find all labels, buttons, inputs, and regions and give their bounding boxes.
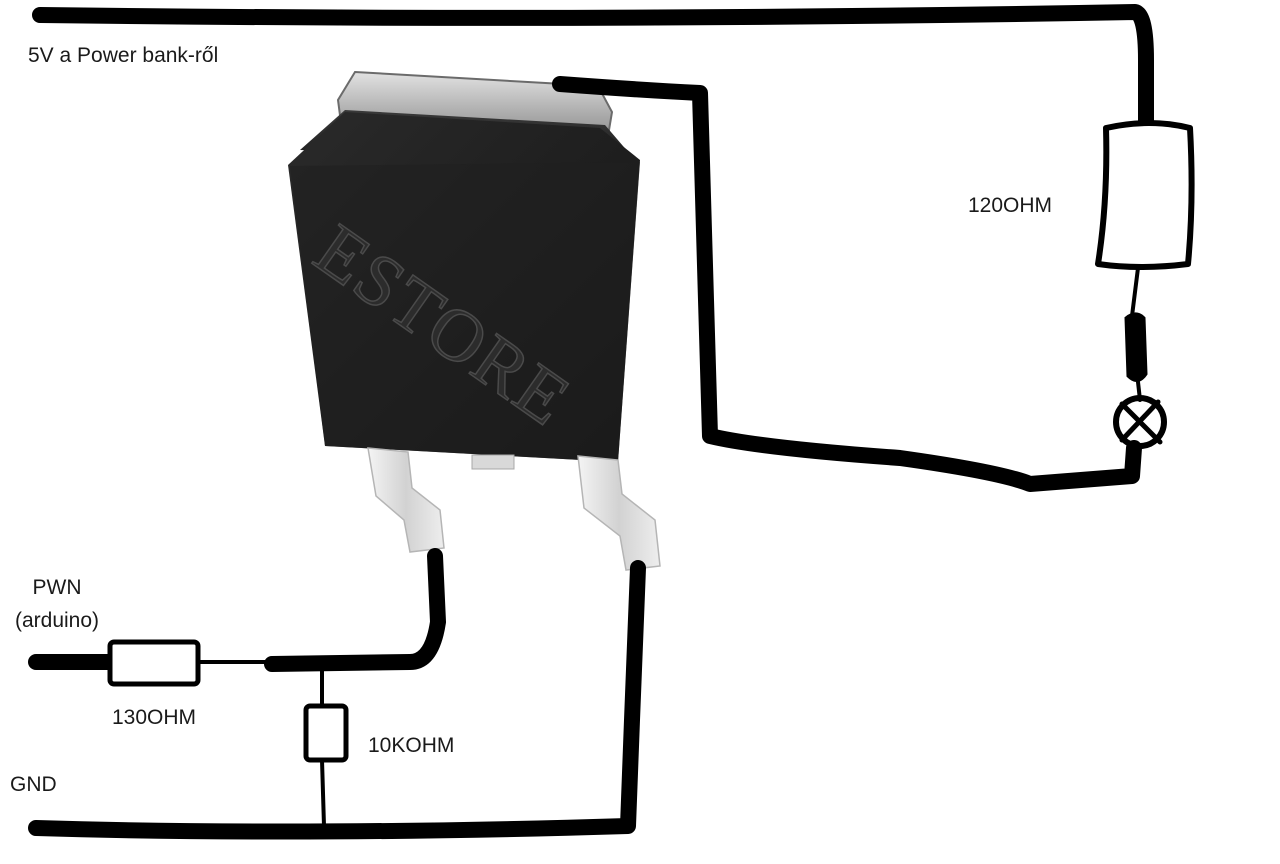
supply-label: 5V a Power bank-ről	[28, 44, 218, 67]
mosfet-center-stub	[471, 454, 515, 470]
drain-wire	[552, 76, 1142, 492]
pwm-label: PWN	[33, 576, 82, 599]
mosfet-package: ESTORE	[288, 70, 661, 571]
load-to-led-wire	[1130, 266, 1140, 318]
gnd-wire	[28, 560, 646, 840]
led-component	[1124, 312, 1148, 382]
gnd-label: GND	[10, 773, 57, 796]
supply-wire	[32, 4, 1154, 130]
gate-resistor	[107, 639, 201, 687]
gate-wire	[264, 548, 446, 672]
pulldown-resistor	[303, 703, 349, 763]
pulldown-bottom-wire	[320, 758, 326, 828]
pwm-sublabel: (arduino)	[15, 609, 99, 632]
load-resistor-label: 120OHM	[968, 194, 1052, 217]
wires	[28, 4, 1154, 840]
gate-resistor-label: 130OHM	[112, 706, 196, 729]
mosfet-source-lead	[577, 455, 661, 571]
mosfet-gate-lead	[367, 447, 445, 553]
lamp-symbol	[1113, 395, 1167, 449]
pulldown-resistor-label: 10KOHM	[368, 734, 454, 757]
load-resistor	[1095, 120, 1195, 270]
